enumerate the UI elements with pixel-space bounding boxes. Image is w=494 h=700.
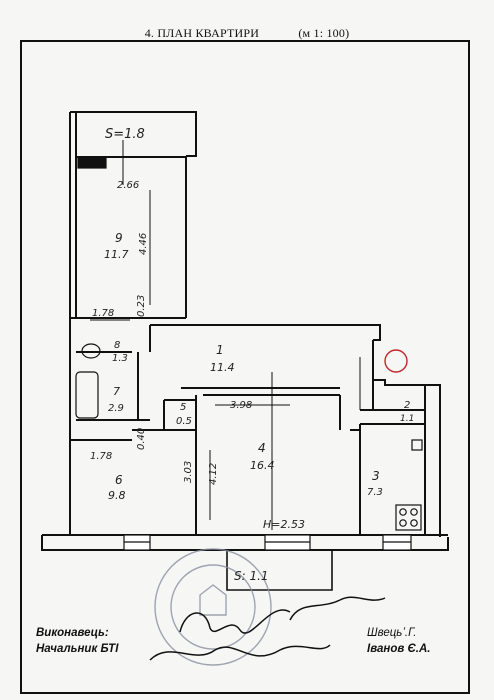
room-2-area: 1.1 [400, 414, 414, 424]
stamp-seal [154, 548, 272, 666]
room-6-number: 6 [115, 473, 123, 487]
page-title: 4. ПЛАН КВАРТИРИ (м 1: 100) [0, 26, 494, 41]
room-5-number: 5 [180, 402, 186, 413]
windows [77, 157, 412, 551]
sink-icon [411, 439, 423, 451]
balcony-top-area: S=1.8 [105, 127, 145, 142]
red-circle-mark [384, 349, 408, 373]
room-4-number: 4 [258, 441, 266, 455]
room-5-area: 0.5 [176, 416, 192, 427]
dimension-0-23: 0.23 [136, 295, 147, 317]
plan-scale: (м 1: 100) [298, 26, 350, 40]
plan-title: 4. ПЛАН КВАРТИРИ [144, 26, 260, 40]
room-7-area: 2.9 [108, 403, 124, 414]
ceiling-height: H=2.53 [263, 518, 305, 531]
room-2-number: 2 [404, 400, 410, 411]
signature [149, 596, 386, 661]
dimension-2-66: 2.66 [117, 180, 139, 191]
room-3-area: 7.3 [367, 487, 383, 498]
page-frame [20, 40, 470, 694]
room-9-area: 11.7 [104, 248, 129, 261]
room-8-area: 1.3 [112, 353, 128, 364]
chief-label: Начальник БТІ [36, 643, 119, 655]
balcony-bottom-outline [226, 550, 333, 591]
toilet-icon [81, 343, 101, 359]
stove-icon [395, 504, 422, 531]
room-1-area: 11.4 [210, 361, 235, 374]
executor-label: Виконавець: [36, 627, 109, 639]
dimension-0-40: 0.40 [136, 428, 147, 450]
balcony-bottom-area: S: 1.1 [234, 569, 269, 583]
dimension-1-78-bottom: 1.78 [90, 451, 112, 462]
dimension-4-12: 4.12 [208, 463, 219, 485]
dimension-4-46: 4.46 [138, 233, 149, 255]
chief-name: Іванов Є.А. [367, 643, 431, 655]
room-3-number: 3 [372, 469, 380, 483]
dimension-3-98: 3.98 [230, 400, 252, 411]
executor-name: Швецьʼ.Г. [367, 627, 417, 639]
dimension-3-03: 3.03 [183, 461, 194, 483]
room-8-number: 8 [114, 340, 120, 351]
room-6-area: 9.8 [108, 489, 126, 502]
dimension-lines [90, 140, 361, 530]
dimension-1-78-top: 1.78 [92, 308, 114, 319]
room-4-area: 16.4 [250, 459, 275, 472]
walls [41, 111, 449, 551]
room-9-number: 9 [115, 231, 123, 245]
room-7-number: 7 [113, 385, 120, 398]
bathtub-icon [75, 371, 99, 419]
room-1-number: 1 [216, 343, 224, 357]
